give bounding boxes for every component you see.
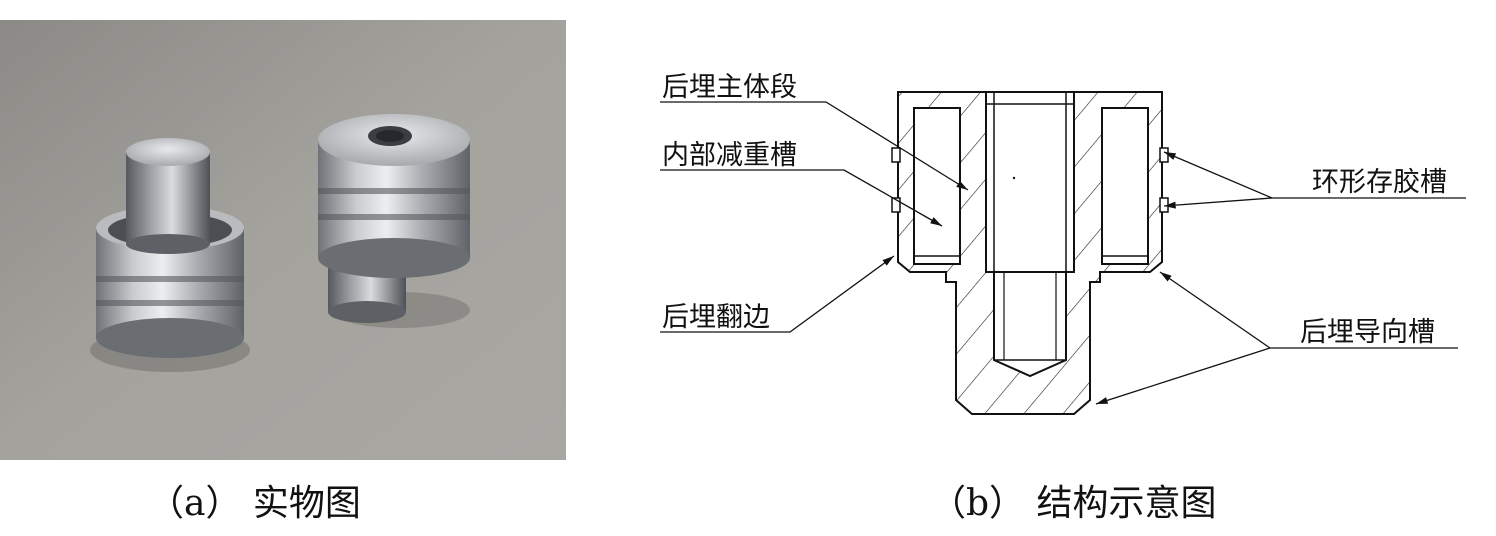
leader-lines bbox=[660, 101, 1466, 405]
label-main-body: 后埋主体段 bbox=[662, 72, 797, 103]
photo-metal-parts bbox=[0, 20, 566, 460]
caption-photo: （a） 实物图 bbox=[148, 483, 361, 524]
right-part bbox=[318, 114, 470, 323]
label-flange: 后埋翻边 bbox=[662, 302, 770, 333]
label-glue-groove: 环形存胶槽 bbox=[1312, 167, 1447, 198]
structure-diagram: 后埋主体段 内部减重槽 环形存胶槽 后埋翻边 后埋导向槽 bbox=[660, 72, 1466, 415]
left-part bbox=[96, 138, 244, 358]
label-guide-groove: 后埋导向槽 bbox=[1300, 317, 1435, 348]
caption-structure: （b） 结构示意图 bbox=[930, 483, 1217, 524]
part-section bbox=[891, 91, 1169, 415]
label-weight-groove: 内部减重槽 bbox=[662, 140, 797, 171]
